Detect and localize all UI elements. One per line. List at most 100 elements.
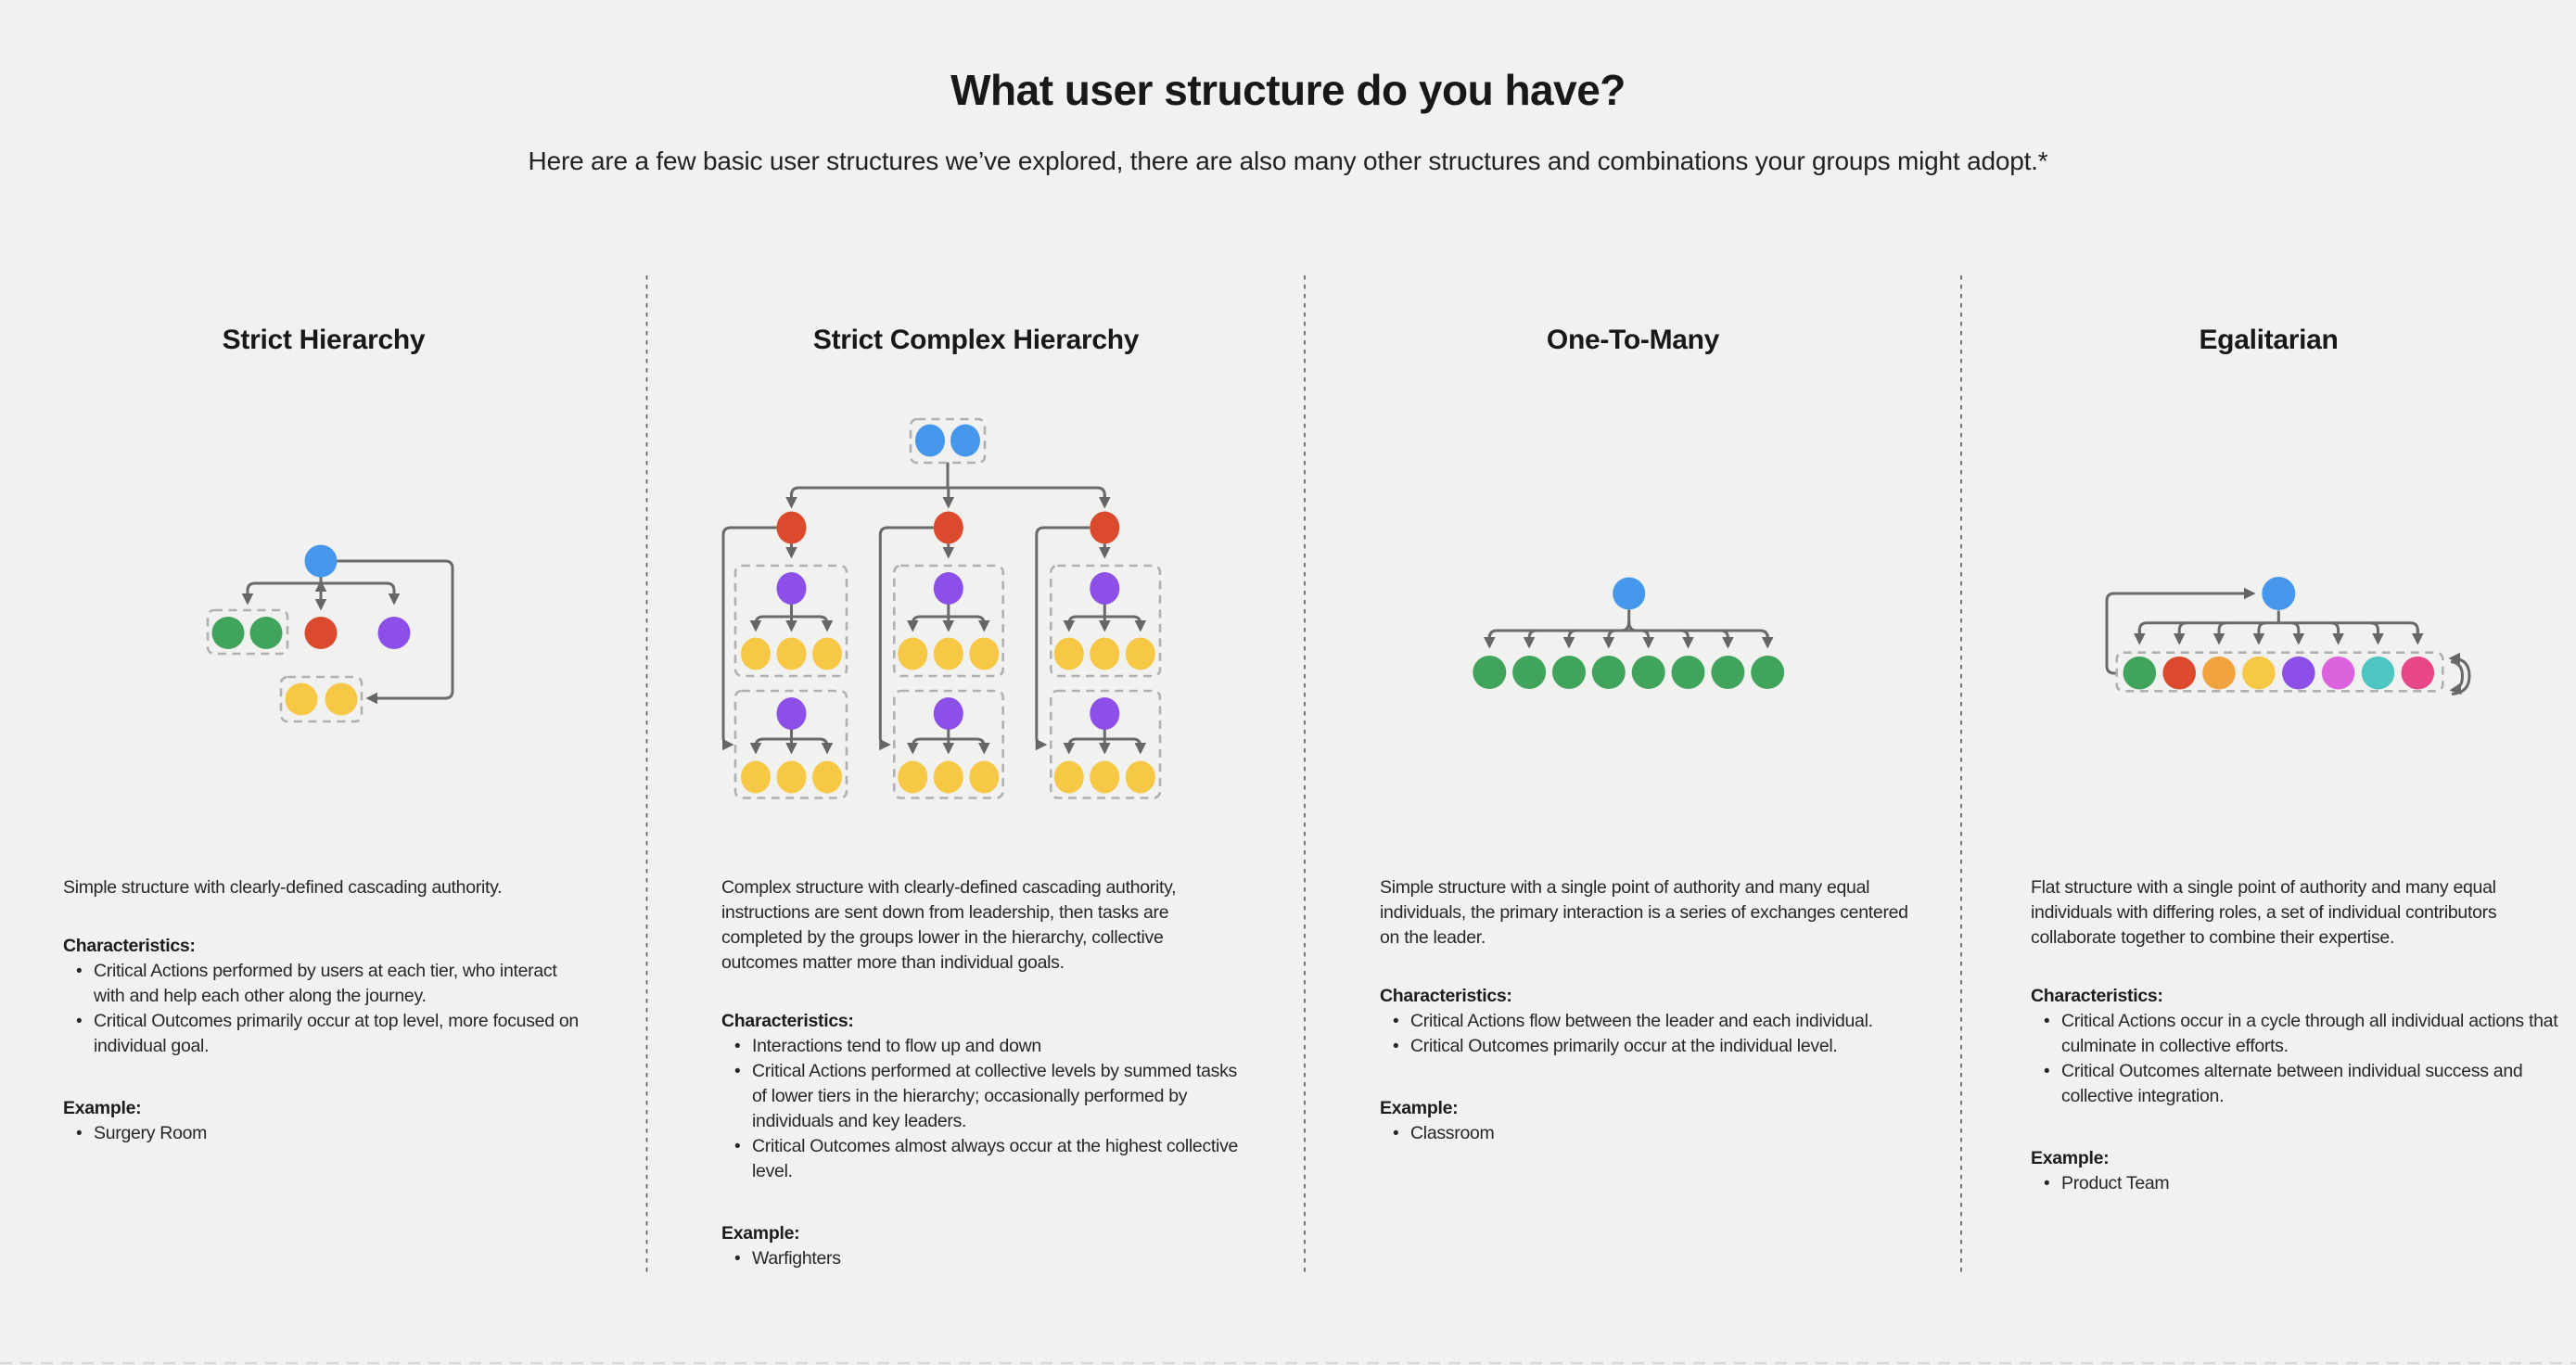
member-node — [776, 760, 807, 794]
member-node — [285, 682, 318, 716]
flow-arrows — [1484, 609, 1774, 649]
member-node — [2321, 656, 2355, 690]
leader-node — [304, 544, 338, 578]
example-list: Surgery Room — [63, 1121, 587, 1146]
tier-node — [776, 697, 807, 730]
tier-node — [933, 511, 963, 544]
characteristic-item: Critical Outcomes primarily occur at top… — [63, 1009, 587, 1059]
member-node — [812, 637, 842, 670]
member-node — [969, 637, 1000, 670]
column-title-egalitarian: Egalitarian — [2199, 325, 2339, 355]
characteristic-item: Critical Outcomes alternate between indi… — [2031, 1059, 2567, 1109]
tier-node — [933, 572, 963, 605]
characteristics-list: Critical Actions occur in a cycle throug… — [2031, 1009, 2567, 1109]
leader-node — [1613, 577, 1646, 610]
characteristics-label: Characteristics: — [1380, 986, 1512, 1006]
member-node — [211, 617, 245, 649]
example-list: Product Team — [2031, 1171, 2567, 1196]
member-node — [969, 760, 1000, 794]
member-node — [1711, 656, 1745, 689]
column-description: Flat structure with a single point of au… — [2031, 877, 2497, 948]
example-label: Example: — [721, 1223, 800, 1244]
column-title-one-to-many: One-To-Many — [1546, 325, 1720, 355]
member-node — [325, 682, 358, 716]
member-node — [2123, 656, 2157, 690]
characteristic-item: Critical Actions performed at collective… — [721, 1059, 1243, 1134]
member-node — [2162, 656, 2196, 690]
column-strict-complex-hierarchy-text: Complex structure with clearly-defined c… — [721, 875, 1243, 1271]
characteristic-item: Critical Outcomes almost always occur at… — [721, 1134, 1243, 1184]
example-item: Warfighters — [721, 1246, 1243, 1271]
leader-node — [2262, 577, 2296, 610]
member-node — [1591, 656, 1626, 689]
group-box — [2115, 651, 2444, 693]
column-title-strict-complex-hierarchy: Strict Complex Hierarchy — [812, 325, 1140, 355]
characteristics-list: Critical Actions flow between the leader… — [1380, 1009, 1908, 1059]
characteristic-item: Critical Actions occur in a cycle throug… — [2031, 1009, 2567, 1059]
member-node — [1090, 760, 1120, 794]
example-item: Classroom — [1380, 1121, 1908, 1146]
member-node — [2202, 656, 2236, 690]
group-box — [909, 417, 987, 465]
member-node — [1053, 760, 1084, 794]
member-node — [249, 617, 283, 649]
member-node — [1552, 656, 1586, 689]
group-box — [892, 689, 1004, 799]
column-description: Simple structure with a single point of … — [1380, 877, 1908, 948]
characteristic-item: Critical Actions performed by users at e… — [63, 959, 587, 1009]
group-box — [892, 564, 1004, 678]
group-box — [1050, 689, 1162, 799]
characteristics-list: Interactions tend to flow up and down Cr… — [721, 1034, 1243, 1184]
characteristics-label: Characteristics: — [721, 1011, 854, 1031]
member-node — [741, 637, 771, 670]
member-node — [933, 760, 963, 794]
one-to-many-diagram — [1473, 577, 1785, 689]
column-strict-hierarchy-text: Simple structure with clearly-defined ca… — [63, 875, 587, 1146]
member-node — [1125, 637, 1155, 670]
group-box — [733, 564, 848, 678]
leader-node — [950, 424, 980, 457]
member-node — [776, 637, 807, 670]
characteristics-label: Characteristics: — [63, 936, 196, 956]
characteristics-label: Characteristics: — [2031, 986, 2163, 1006]
member-node — [1671, 656, 1705, 689]
tier-node — [933, 697, 963, 730]
tier-node — [776, 511, 807, 544]
example-list: Warfighters — [721, 1246, 1243, 1271]
group-box — [733, 689, 848, 799]
group-box — [1050, 564, 1162, 678]
example-item: Product Team — [2031, 1171, 2567, 1196]
column-description: Simple structure with clearly-defined ca… — [63, 877, 503, 898]
column-title-strict-hierarchy: Strict Hierarchy — [222, 325, 426, 355]
member-node — [741, 760, 771, 794]
member-node — [1090, 637, 1120, 670]
column-egalitarian-text: Flat structure with a single point of au… — [2031, 875, 2567, 1196]
strict-complex-hierarchy-diagram — [721, 417, 1162, 799]
flow-arrows — [241, 559, 454, 705]
tier-node — [1090, 572, 1120, 605]
tier-node — [1090, 697, 1120, 730]
member-node — [1631, 656, 1665, 689]
example-list: Classroom — [1380, 1121, 1908, 1146]
egalitarian-diagram — [2105, 577, 2471, 695]
member-node — [1751, 656, 1785, 689]
member-node — [933, 637, 963, 670]
characteristic-item: Critical Actions flow between the leader… — [1380, 1009, 1908, 1034]
member-node — [1512, 656, 1547, 689]
characteristics-list: Critical Actions performed by users at e… — [63, 959, 587, 1059]
page-subtitle: Here are a few basic user structures we’… — [528, 147, 2048, 175]
example-label: Example: — [1380, 1098, 1459, 1118]
member-node — [898, 760, 928, 794]
characteristic-item: Critical Outcomes primarily occur at the… — [1380, 1034, 1908, 1059]
tier-node — [1090, 511, 1120, 544]
flow-arrows — [721, 462, 1147, 755]
characteristic-item: Interactions tend to flow up and down — [721, 1034, 1243, 1059]
member-node — [1473, 656, 1507, 689]
member-node — [2361, 656, 2395, 690]
group-box — [279, 675, 363, 723]
strict-hierarchy-diagram — [206, 544, 454, 723]
group-box — [206, 608, 289, 656]
member-node — [304, 617, 338, 649]
leader-node — [915, 424, 945, 457]
